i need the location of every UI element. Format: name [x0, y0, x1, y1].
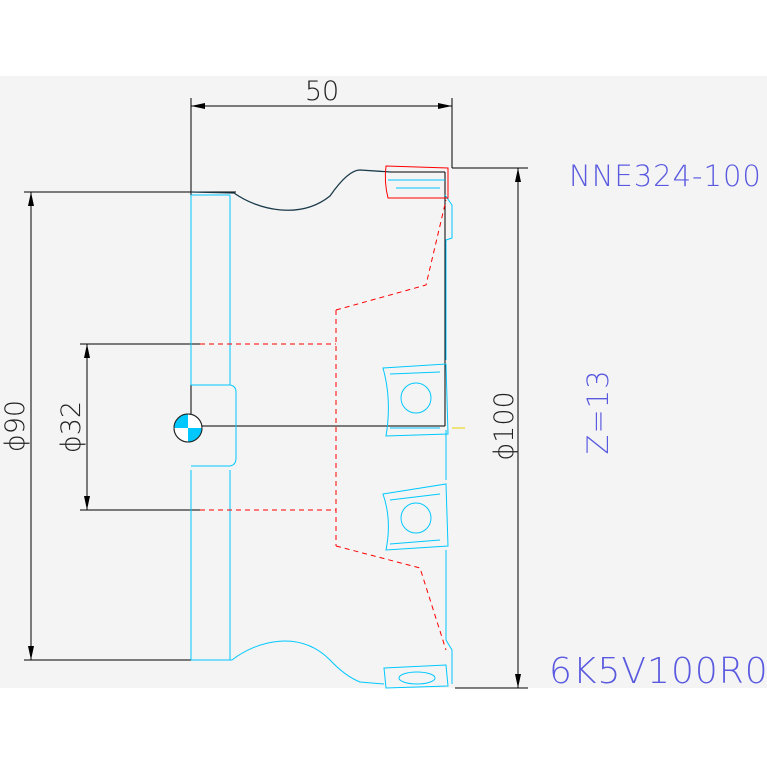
- arrow-top: [28, 192, 34, 206]
- dimension-dia-100: ϕ100: [452, 167, 528, 689]
- reference-outline: [191, 171, 446, 427]
- arrow-top: [515, 168, 521, 182]
- teeth-count-label: Z=13: [581, 369, 615, 454]
- dimension-label-100: ϕ100: [489, 391, 520, 460]
- insert-pocket-1: [382, 363, 449, 437]
- dimension-label-32: ϕ32: [56, 401, 87, 453]
- insert-screw-1: [400, 382, 432, 414]
- dimension-dia-32: ϕ32: [56, 343, 200, 511]
- arrow-bottom: [28, 646, 34, 660]
- origin-marker: [173, 413, 203, 443]
- arrow-right: [438, 103, 452, 109]
- insert-screw-2: [400, 502, 432, 534]
- arrow-bottom: [84, 496, 90, 510]
- insert-pocket-3: [383, 664, 449, 689]
- arrow-left: [191, 103, 205, 109]
- insert-code-label: NNE324-100: [569, 159, 762, 193]
- arrow-bottom: [515, 674, 521, 688]
- insert-pocket-2: [382, 483, 449, 551]
- tool-code-label: 6K5V100R00: [549, 651, 767, 692]
- top-insert: [384, 165, 449, 199]
- dimension-label-50: 50: [305, 76, 339, 107]
- arrow-top: [84, 344, 90, 358]
- dimension-label-90: ϕ90: [0, 400, 31, 452]
- cutter-body: [190, 179, 465, 689]
- top-flute-curve: [190, 169, 392, 211]
- drawing-band: [0, 76, 767, 688]
- hidden-lines: [200, 199, 447, 651]
